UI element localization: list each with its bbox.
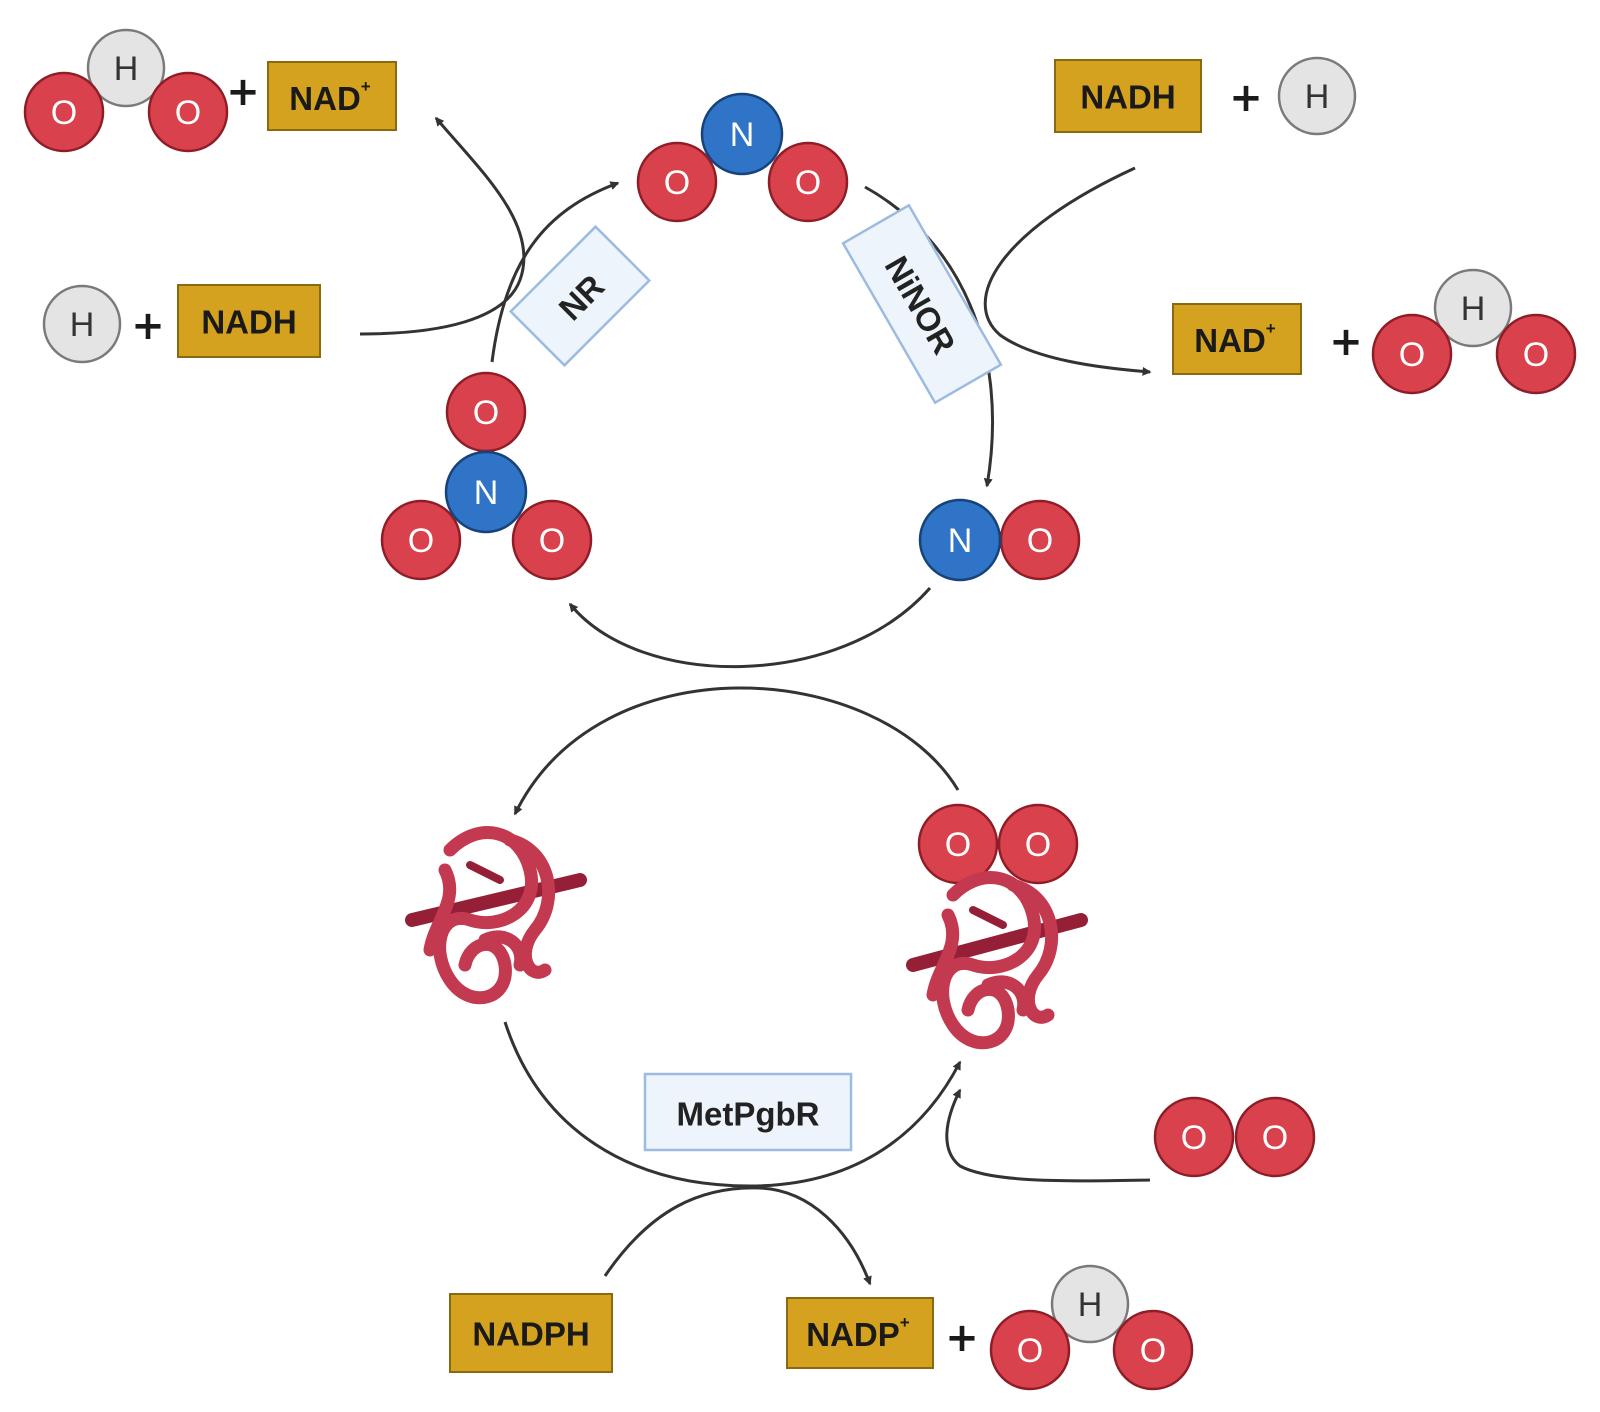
nitrogen-atom: N xyxy=(444,450,528,534)
cofactor-label: NADPH xyxy=(472,1316,589,1353)
protein-globin-oxy-icon xyxy=(906,871,1088,1050)
cofactor-label: NADP xyxy=(806,1316,900,1353)
arrow-oxyglobin-to-globin xyxy=(513,686,960,816)
arrow-nr-nitrate-to-nitrite xyxy=(490,181,620,363)
arrow-o2-binding xyxy=(945,1088,1151,1183)
cofactor-charge: + xyxy=(361,77,371,96)
nitric-oxide-molecule: O N xyxy=(918,498,1081,582)
cofactor-nadp-plus-bottom: NADP+ xyxy=(786,1297,934,1369)
oxygen-atom: O xyxy=(147,71,229,153)
nitrogen-atom: N xyxy=(700,92,784,176)
cofactor-label: NAD xyxy=(289,80,361,117)
svg-text:O: O xyxy=(1262,1119,1288,1157)
svg-text:O: O xyxy=(795,164,821,202)
hydroperoxyl-right: H O O xyxy=(1371,268,1577,395)
cofactor-charge: + xyxy=(1266,319,1276,338)
plus-sign: + xyxy=(945,1315,979,1361)
svg-text:O: O xyxy=(1523,336,1549,374)
oxygen-atom: O xyxy=(917,803,999,885)
enzyme-ninor-box: NiNOR xyxy=(841,203,1003,405)
cofactor-charge: + xyxy=(900,1313,910,1332)
hydrogen-atom: H xyxy=(1433,268,1513,348)
plus-sign: + xyxy=(131,303,165,349)
svg-text:O: O xyxy=(945,826,971,864)
plus-sign: + xyxy=(226,69,260,115)
hydroperoxyl-bottom: H O O xyxy=(989,1264,1194,1391)
svg-text:NADP+: NADP+ xyxy=(806,1313,910,1353)
svg-text:O: O xyxy=(1027,522,1053,560)
arrow-nadph-to-nadp xyxy=(603,1186,872,1286)
cofactor-label: NADH xyxy=(201,304,296,341)
oxygen-atom: O xyxy=(1153,1096,1235,1178)
oxygen-atom: O xyxy=(767,141,849,223)
oxygen-atom: O xyxy=(997,803,1079,885)
enzyme-nr-box: NR xyxy=(508,224,652,368)
oxygen-atom: O xyxy=(23,71,105,153)
svg-text:O: O xyxy=(664,164,690,202)
svg-text:O: O xyxy=(1399,336,1425,374)
dioxygen-molecule: O O xyxy=(1153,1096,1316,1178)
svg-text:O: O xyxy=(539,522,565,560)
svg-text:H: H xyxy=(70,306,95,344)
svg-text:N: N xyxy=(474,474,499,512)
enzyme-metpgbr-box: MetPgbR xyxy=(643,1072,853,1152)
svg-text:H: H xyxy=(114,50,139,88)
cofactor-nadph-bottom: NADPH xyxy=(449,1293,613,1373)
protein-globin-icon xyxy=(405,826,587,1005)
svg-text:N: N xyxy=(948,522,973,560)
oxygen-atom: O xyxy=(1234,1096,1316,1178)
cofactor-nad-plus-right: NAD+ xyxy=(1172,303,1302,375)
enzyme-metpgbr-label: MetPgbR xyxy=(677,1096,820,1133)
nitrogen-atom: N xyxy=(918,498,1002,582)
hydrogen-atom: H xyxy=(1050,1264,1130,1344)
cofactor-nad-plus-top-left: NAD+ xyxy=(267,61,397,131)
nitrite-molecule: N O O xyxy=(636,92,849,223)
svg-text:O: O xyxy=(51,94,77,132)
nitrate-molecule: O O O N xyxy=(380,371,593,581)
svg-text:O: O xyxy=(1140,1332,1166,1370)
oxygenated-globin: O O xyxy=(906,803,1088,1050)
cofactor-nadh-left: NADH xyxy=(177,284,321,358)
oxygen-atom: O xyxy=(511,499,593,581)
svg-text:H: H xyxy=(1461,290,1486,328)
svg-text:O: O xyxy=(408,522,434,560)
hydroperoxyl-top-left: H O O xyxy=(23,28,229,153)
cofactor-label: NADH xyxy=(1080,79,1175,116)
oxygen-atom: O xyxy=(445,371,527,453)
hydrogen-atom-left: H xyxy=(42,284,122,364)
arrow-no-to-nitrate xyxy=(568,587,932,668)
arrow-nr-cofactor xyxy=(359,116,526,336)
oxygen-atom: O xyxy=(636,141,718,223)
svg-text:O: O xyxy=(473,394,499,432)
hydrogen-atom: H xyxy=(86,28,166,108)
oxygen-atom: O xyxy=(999,499,1081,581)
oxygen-atom: O xyxy=(989,1309,1071,1391)
oxygen-atom: O xyxy=(1112,1309,1194,1391)
plus-sign: + xyxy=(1229,75,1263,121)
hydrogen-atom-top-right: H xyxy=(1277,56,1357,136)
svg-text:O: O xyxy=(175,94,201,132)
cofactor-label: NAD xyxy=(1194,322,1266,359)
arrow-ninor-cofactor xyxy=(983,166,1152,376)
oxygen-atom: O xyxy=(380,499,462,581)
svg-text:H: H xyxy=(1305,78,1330,116)
oxygen-atom: O xyxy=(1495,313,1577,395)
svg-text:O: O xyxy=(1025,826,1051,864)
oxygen-atom: O xyxy=(1371,313,1453,395)
svg-text:H: H xyxy=(1078,1286,1103,1324)
cofactor-nadh-top-right: NADH xyxy=(1054,59,1202,133)
svg-text:O: O xyxy=(1017,1332,1043,1370)
svg-text:O: O xyxy=(1181,1119,1207,1157)
arrow-metpgbr-reduction xyxy=(503,1021,962,1188)
plus-sign: + xyxy=(1329,319,1363,365)
svg-text:N: N xyxy=(730,116,755,154)
svg-text:NAD+: NAD+ xyxy=(1194,319,1276,359)
svg-text:NAD+: NAD+ xyxy=(289,77,371,117)
